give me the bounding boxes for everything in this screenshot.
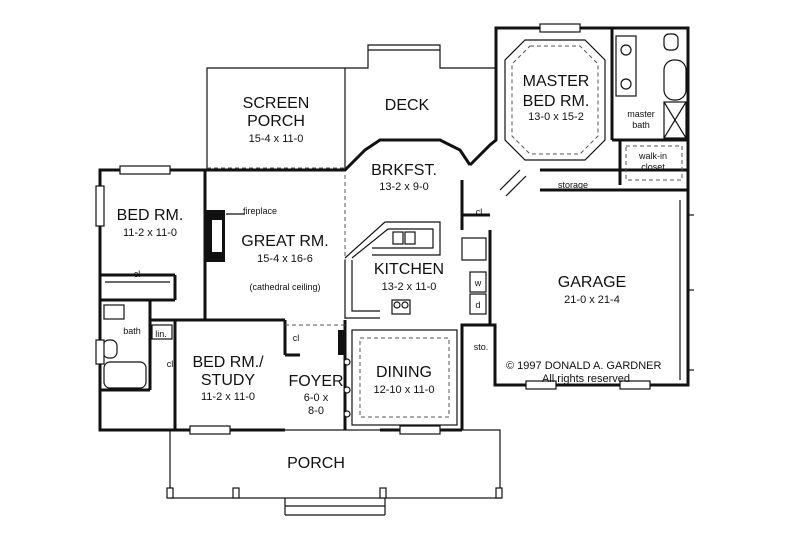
washer-label: w: [474, 278, 482, 288]
foyer-columns: [338, 330, 351, 418]
copyright-line-1: © 1997 DONALD A. GARDNER: [506, 360, 661, 372]
master-bath-area: [610, 28, 688, 185]
study-label-2: STUDY: [201, 372, 256, 389]
front-porch: [166, 429, 503, 516]
dining-label: DINING: [376, 364, 432, 381]
bed-dim: 11-2 x 11-0: [123, 227, 177, 239]
study-dim: 11-2 x 11-0: [201, 391, 255, 403]
screen-porch-label-2: PORCH: [247, 113, 305, 130]
garage-dim: 21-0 x 21-4: [564, 294, 620, 306]
master-label: MASTER: [523, 73, 590, 90]
porch-label: PORCH: [287, 455, 345, 472]
master-dim: 13-0 x 15-2: [528, 111, 584, 123]
kitchen-label: KITCHEN: [374, 261, 444, 278]
closet-label-kitchen: cl: [476, 207, 483, 217]
windows: [95, 23, 651, 435]
great-label: GREAT RM.: [241, 233, 328, 250]
deck-label: DECK: [385, 97, 430, 114]
closet-label-study: cl: [167, 359, 174, 369]
foyer-dim: 6-0 x: [304, 392, 329, 404]
screen-porch-dim: 15-4 x 11-0: [249, 133, 304, 145]
study-label: BED RM./: [192, 354, 264, 371]
bath-label: bath: [123, 326, 141, 336]
screen-porch-label: SCREEN: [243, 95, 310, 112]
master-bath-label: master: [627, 109, 655, 119]
garage-label: GARAGE: [558, 274, 626, 291]
kitchen-dim: 13-2 x 11-0: [382, 281, 437, 293]
dining-dim: 12-10 x 11-0: [374, 384, 435, 396]
garage-outline: [499, 169, 694, 380]
great-dim: 15-4 x 16-6: [257, 253, 313, 265]
walkin-label: walk-in: [638, 151, 667, 161]
kitchen-counters: [344, 221, 487, 319]
master-bath-label-2: bath: [632, 120, 650, 130]
foyer-dim-2: 8-0: [308, 405, 324, 417]
brkfst-label: BRKFST.: [371, 162, 437, 179]
fireplace-label: fireplace: [243, 206, 277, 216]
walkin-label-2: closet: [641, 162, 665, 172]
foyer-label: FOYER: [288, 373, 343, 390]
screen-porch-deck-outline: [206, 44, 496, 170]
bed-label: BED RM.: [117, 207, 184, 224]
dining-tray-ceiling: [351, 329, 458, 426]
master-label-2: BED RM.: [523, 93, 590, 110]
linen-label: lin.: [155, 329, 167, 339]
storage-label: storage: [558, 180, 588, 190]
hall-bath-fixtures: [102, 304, 173, 389]
dryer-label: d: [475, 300, 480, 310]
copyright-line-2: All rights reserved: [542, 373, 630, 385]
master-tray-ceiling: [504, 39, 606, 161]
great-note: (cathedral ceiling): [249, 282, 320, 292]
brkfst-dim: 13-2 x 9-0: [379, 181, 429, 193]
closet-label-foyer: cl: [293, 333, 300, 343]
exterior-walls: [98, 26, 690, 432]
fireplace: [205, 210, 245, 262]
closet-label-bed: cl: [134, 269, 141, 279]
storage-short-label: sto.: [474, 342, 489, 352]
